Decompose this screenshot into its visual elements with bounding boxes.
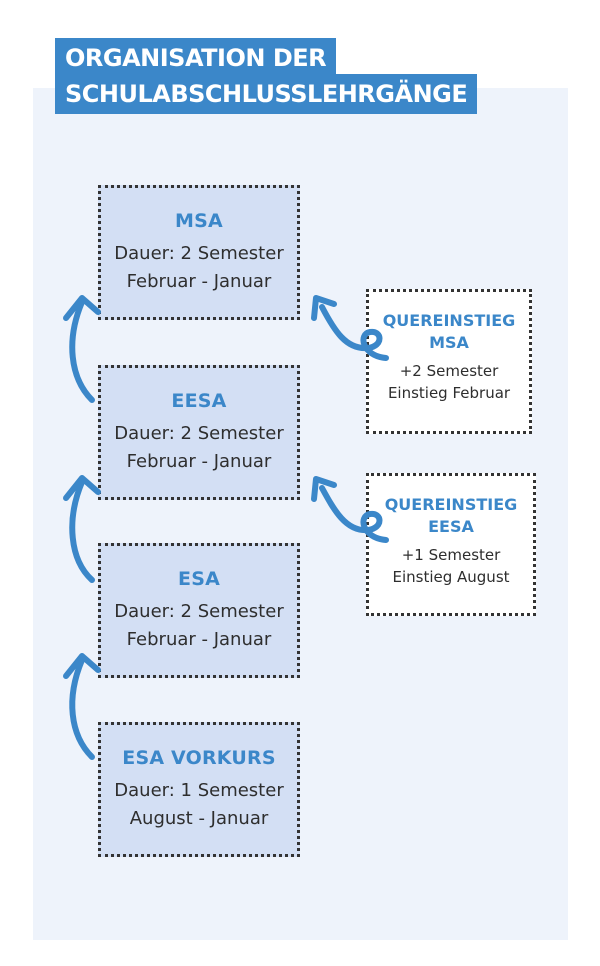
arrowhead-icon bbox=[311, 295, 337, 321]
arrow-up-icon bbox=[69, 299, 95, 403]
course-name: MSA bbox=[175, 210, 223, 232]
lateral-entry-eesa: QUEREINSTIEG EESA +1 Semester Einstieg A… bbox=[366, 473, 536, 616]
lateral-entry-start: Einstieg Februar bbox=[387, 384, 511, 402]
arrowhead-icon bbox=[63, 475, 101, 501]
arrow-curl-icon bbox=[319, 485, 389, 543]
title-line-2: SCHULABSCHLUSSLEHRGÄNGE bbox=[55, 74, 478, 114]
course-period: August - Januar bbox=[129, 808, 269, 829]
arrowhead-icon bbox=[311, 476, 337, 502]
course-period: Februar - Januar bbox=[126, 629, 272, 650]
lateral-entry-msa: QUEREINSTIEG MSA +2 Semester Einstieg Fe… bbox=[366, 289, 532, 434]
course-box-esa: ESA Dauer: 2 Semester Februar - Januar bbox=[98, 543, 300, 678]
arrow-curl-icon bbox=[319, 304, 389, 361]
lateral-entry-name-line-2: MSA bbox=[429, 333, 469, 352]
course-box-msa: MSA Dauer: 2 Semester Februar - Januar bbox=[98, 185, 300, 320]
lateral-entry-start: Einstieg August bbox=[392, 568, 510, 586]
course-box-esa-vorkurs: ESA VORKURS Dauer: 1 Semester August - J… bbox=[98, 722, 300, 857]
arrow-up-icon bbox=[69, 479, 95, 583]
arrowhead-icon bbox=[63, 653, 101, 679]
lateral-entry-name-line-1: QUEREINSTIEG bbox=[382, 311, 516, 330]
course-box-eesa: EESA Dauer: 2 Semester Februar - Januar bbox=[98, 365, 300, 500]
course-duration: Dauer: 2 Semester bbox=[114, 243, 284, 264]
course-name: EESA bbox=[171, 390, 227, 412]
course-duration: Dauer: 2 Semester bbox=[114, 423, 284, 444]
lateral-entry-name-line-2: EESA bbox=[428, 517, 474, 536]
course-duration: Dauer: 1 Semester bbox=[114, 780, 284, 801]
course-period: Februar - Januar bbox=[126, 271, 272, 292]
lateral-entry-semesters: +2 Semester bbox=[399, 362, 499, 380]
lateral-entry-semesters: +1 Semester bbox=[401, 546, 501, 564]
title-line-1: ORGANISATION DER bbox=[55, 38, 337, 78]
arrow-up-icon bbox=[69, 657, 95, 760]
course-period: Februar - Januar bbox=[126, 451, 272, 472]
course-name: ESA bbox=[178, 568, 220, 590]
course-name: ESA VORKURS bbox=[122, 747, 276, 769]
lateral-entry-name-line-1: QUEREINSTIEG bbox=[384, 495, 518, 514]
course-duration: Dauer: 2 Semester bbox=[114, 601, 284, 622]
arrowhead-icon bbox=[63, 295, 101, 321]
